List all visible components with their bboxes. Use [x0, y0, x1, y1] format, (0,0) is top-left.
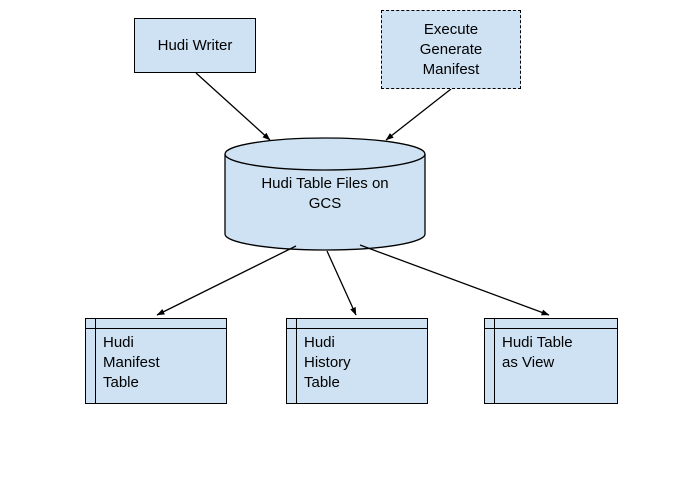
hudi-history-table-label: Hudi History Table — [304, 334, 351, 391]
arrow-writer-to-gcs — [195, 72, 271, 141]
table-header-line — [485, 328, 617, 329]
hudi-manifest-table-label: Hudi Manifest Table — [103, 334, 160, 391]
table-side-line — [95, 319, 96, 403]
execute-generate-manifest-label: Execute Generate Manifest — [419, 20, 483, 78]
table-side-line — [494, 319, 495, 403]
hudi-history-table-node: Hudi History Table — [286, 318, 428, 404]
arrow-execute-to-gcs — [385, 88, 452, 141]
table-header-line — [287, 328, 427, 329]
arrow-gcs-to-view-table — [359, 244, 550, 316]
hudi-table-as-view-node: Hudi Table as View — [484, 318, 618, 404]
hudi-manifest-table-node: Hudi Manifest Table — [85, 318, 227, 404]
arrow-gcs-to-manifest-table — [156, 245, 297, 316]
gcs-cylinder-label: Hudi Table Files on GCS — [261, 175, 389, 212]
table-side-line — [296, 319, 297, 403]
execute-generate-manifest-node: Execute Generate Manifest — [381, 10, 521, 89]
hudi-writer-node: Hudi Writer — [134, 18, 256, 73]
table-header-line — [86, 328, 226, 329]
hudi-writer-label: Hudi Writer — [157, 36, 233, 54]
arrow-gcs-to-history-table — [326, 250, 357, 316]
hudi-table-as-view-label: Hudi Table as View — [502, 334, 573, 371]
